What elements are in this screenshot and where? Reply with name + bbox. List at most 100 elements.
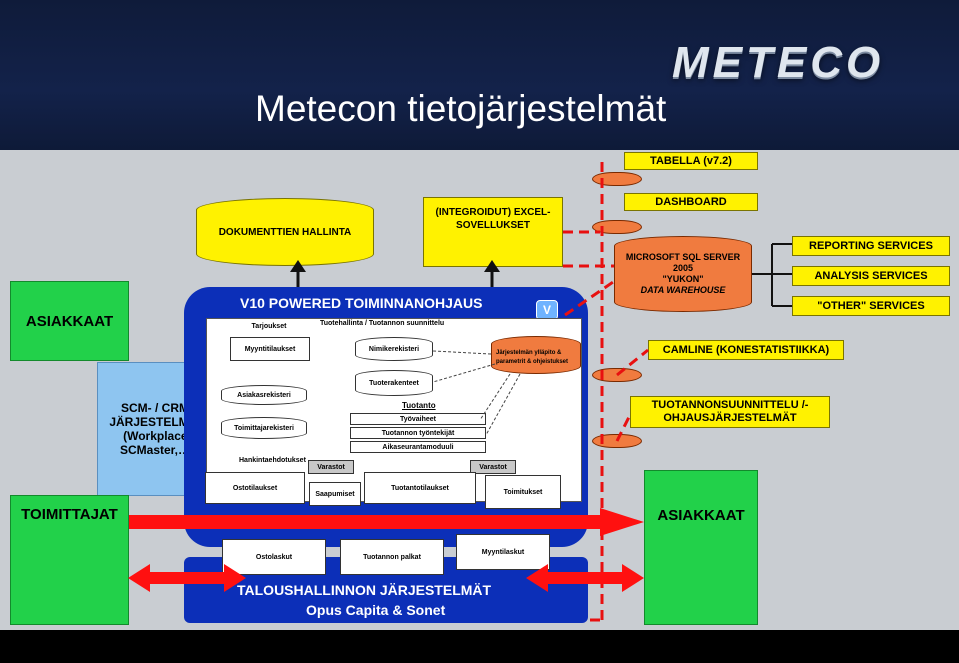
tuotannon-palkat-label: Tuotannon palkat — [363, 553, 421, 561]
tuotantotilaukset-doc: Tuotantotilaukset — [364, 472, 476, 504]
ostotilaukset-label: Ostotilaukset — [232, 484, 278, 492]
talous-line-2: Opus Capita & Sonet — [306, 602, 446, 618]
nimikerekisteri-cylinder: Nimikerekisteri — [355, 337, 433, 361]
mssql-cylinder: MICROSOFT SQL SERVER 2005 "YUKON" DATA W… — [614, 236, 752, 312]
tuotannons-line-1: TUOTANNONSUUNNITTELU /- — [651, 399, 809, 411]
mssql-line-3: "YUKON" — [662, 274, 704, 284]
excel-box: (INTEGROIDUT) EXCEL- SOVELLUKSET — [423, 197, 563, 267]
tuoterakenteet-cylinder: Tuoterakenteet — [355, 370, 433, 396]
tuotannonsuunnittelu-box: TUOTANNONSUUNNITTELU /- OHJAUSJÄRJESTELM… — [630, 396, 830, 428]
asiakkaat-box-right: ASIAKKAAT — [644, 470, 758, 625]
tabella-label: TABELLA (v7.2) — [650, 154, 732, 167]
talous-line-1: TALOUSHALLINNON JÄRJESTELMÄT — [237, 582, 492, 598]
analysis-box: ANALYSIS SERVICES — [792, 266, 950, 286]
scm-line-2: JÄRJESTELMÄT — [109, 415, 205, 429]
varastot-left-label: Varastot — [317, 463, 345, 471]
tyovaiheet-row: Työvaiheet — [350, 413, 486, 425]
dokumenttien-label: DOKUMENTTIEN HALLINTA — [218, 226, 352, 238]
excel-line-1: (INTEGROIDUT) EXCEL- — [435, 207, 551, 218]
camline-label: CAMLINE (KONESTATISTIIKKA) — [662, 343, 830, 356]
arrowhead-up-dokumentit — [290, 260, 306, 272]
system-diagram: SCM- / CRM- JÄRJESTELMÄT (Workplace, SCM… — [0, 150, 959, 630]
asiakkaat-left-label: ASIAKKAAT — [25, 312, 114, 330]
jarjestelman-line-1: Järjestelmän ylläpito & — [496, 350, 562, 356]
hankintaehdotukset-label: Hankintaehdotukset — [239, 457, 306, 464]
toimitukset-label: Toimitukset — [503, 488, 543, 496]
myyntilaskut-doc: Myyntilaskut — [456, 534, 550, 570]
dashed-arrow-1 — [432, 350, 492, 355]
camline-box: CAMLINE (KONESTATISTIIKKA) — [648, 340, 844, 360]
dashed-camline — [616, 348, 649, 377]
tyovaiheet-label: Työvaiheet — [399, 415, 437, 423]
tuotantotilaukset-label: Tuotantotilaukset — [391, 484, 449, 492]
tabella-box: TABELLA (v7.2) — [624, 152, 758, 170]
tarjoukset-label: Tarjoukset — [251, 322, 287, 330]
tabella-cylinder — [592, 172, 642, 186]
dashboard-label: DASHBOARD — [655, 195, 727, 208]
asiakasrekisteri-label: Asiakasrekisteri — [237, 391, 291, 399]
tuoterakenteet-label: Tuoterakenteet — [369, 379, 419, 387]
excel-line-2: SOVELLUKSET — [456, 220, 530, 231]
saapumiset-doc: Saapumiset — [309, 482, 361, 506]
asiakkaat-right-label: ASIAKKAAT — [657, 507, 745, 524]
double-arrow-right — [526, 564, 644, 592]
jarjestelman-cylinder — [491, 336, 581, 374]
tuotehallinta-header: Tuotehallinta / Tuotannon suunnittelu — [320, 320, 445, 327]
ostolaskut-doc: Ostolaskut — [222, 539, 326, 575]
dashed-arrow-3 — [479, 373, 511, 421]
connectors-layer — [128, 162, 792, 622]
dashed-arrow-2 — [432, 363, 496, 383]
toimittajat-box: TOIMITTAJAT — [10, 495, 129, 625]
asiakasrekisteri-cylinder: Asiakasrekisteri — [221, 385, 307, 405]
mssql-line-2: 2005 — [672, 263, 694, 273]
dashboard-cylinder — [592, 220, 642, 234]
dokumenttien-cylinder: DOKUMENTTIEN HALLINTA — [196, 198, 374, 266]
nimikerekisteri-label: Nimikerekisteri — [368, 345, 420, 353]
header-bar — [0, 0, 959, 150]
aikaseuranta-label: Aikaseurantamoduuli — [382, 443, 454, 451]
tuotannons-line-2: OHJAUSJÄRJESTELMÄT — [663, 412, 797, 424]
toimitukset-doc: Toimitukset — [485, 475, 561, 509]
arrowhead-up-excel — [484, 260, 500, 272]
meteco-logo: METECO — [672, 38, 885, 87]
reporting-box: REPORTING SERVICES — [792, 236, 950, 256]
dashed-to-v10 — [564, 278, 617, 317]
aikaseuranta-row: Aikaseurantamoduuli — [350, 441, 486, 453]
varastot-left-box: Varastot — [308, 460, 354, 474]
tyontekijat-row: Tuotannon työntekijät — [350, 427, 486, 439]
myyntitilaukset-label: Myyntitilaukset — [244, 345, 296, 353]
ostolaskut-label: Ostolaskut — [255, 553, 293, 561]
other-services-label: "OTHER" SERVICES — [817, 299, 925, 312]
scm-line-4: SCMaster,…) — [119, 443, 195, 457]
tuotannon-palkat-doc: Tuotannon palkat — [340, 539, 444, 575]
tuotanto-label: Tuotanto — [402, 401, 436, 410]
tarjoukset-doc: Tarjoukset — [240, 320, 298, 332]
scm-line-1: SCM- / CRM- — [121, 401, 193, 415]
page-title: Metecon tietojärjestelmät — [255, 88, 667, 129]
toimittajarekisteri-label: Toimittajarekisteri — [234, 424, 294, 432]
footer-bar — [0, 630, 959, 663]
mssql-line-4: DATA WAREHOUSE — [640, 285, 726, 295]
dashboard-box: DASHBOARD — [624, 193, 758, 211]
scm-line-3: (Workplace, — [123, 429, 191, 443]
other-services-box: "OTHER" SERVICES — [792, 296, 950, 316]
myyntitilaukset-doc: Myyntitilaukset — [230, 337, 310, 361]
varastot-right-label: Varastot — [479, 463, 507, 471]
mssql-line-1: MICROSOFT SQL SERVER — [625, 252, 741, 262]
jarjestelman-line-2: parametrit & ohjeistukset — [496, 359, 569, 365]
toimittajat-label: TOIMITTAJAT — [21, 506, 118, 523]
saapumiset-label: Saapumiset — [315, 490, 355, 498]
bracket-services — [752, 243, 792, 307]
red-flow-bar — [129, 515, 609, 529]
dashed-arrow-4 — [485, 373, 521, 436]
dashed-tuotannons — [615, 414, 632, 442]
double-arrow-left — [128, 564, 246, 592]
analysis-label: ANALYSIS SERVICES — [814, 269, 928, 282]
tyontekijat-label: Tuotannon työntekijät — [381, 429, 455, 437]
toimittajarekisteri-cylinder: Toimittajarekisteri — [221, 417, 307, 439]
asiakkaat-box-left: ASIAKKAAT — [10, 281, 129, 361]
myyntilaskut-label: Myyntilaskut — [481, 548, 525, 556]
reporting-label: REPORTING SERVICES — [809, 239, 933, 252]
varastot-right-box: Varastot — [470, 460, 516, 474]
ostotilaukset-doc: Ostotilaukset — [205, 472, 305, 504]
